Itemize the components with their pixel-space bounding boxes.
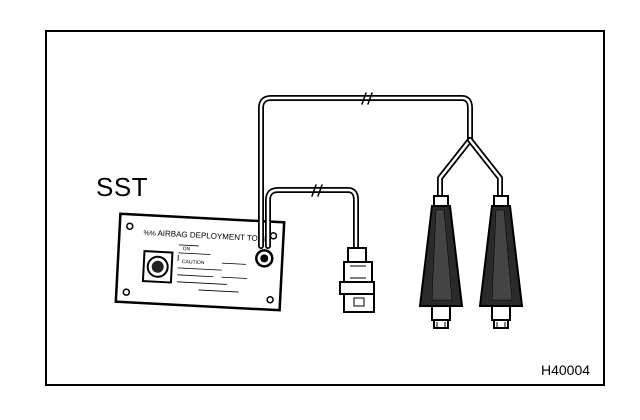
deployment-tool-box: %% AIRBAG DEPLOYMENT TOOL ON CAUTION [114, 212, 286, 312]
figure-frame [45, 30, 605, 386]
figure-code: H40004 [541, 362, 591, 378]
connector-plug-icon [339, 247, 375, 313]
tool-print-lines [176, 244, 248, 293]
tool-label-on: ON [182, 246, 190, 252]
screw-icon [126, 222, 134, 231]
tool-corner-mark: %% [143, 230, 156, 238]
tool-label-caution: CAUTION [182, 259, 205, 266]
screw-icon [122, 288, 131, 296]
screw-icon [266, 295, 274, 304]
cable-lines [258, 92, 503, 251]
knob-icon [141, 250, 174, 284]
alligator-clip-icon [478, 195, 524, 329]
alligator-clip-icon [418, 195, 464, 329]
sst-label: SST [96, 172, 149, 202]
